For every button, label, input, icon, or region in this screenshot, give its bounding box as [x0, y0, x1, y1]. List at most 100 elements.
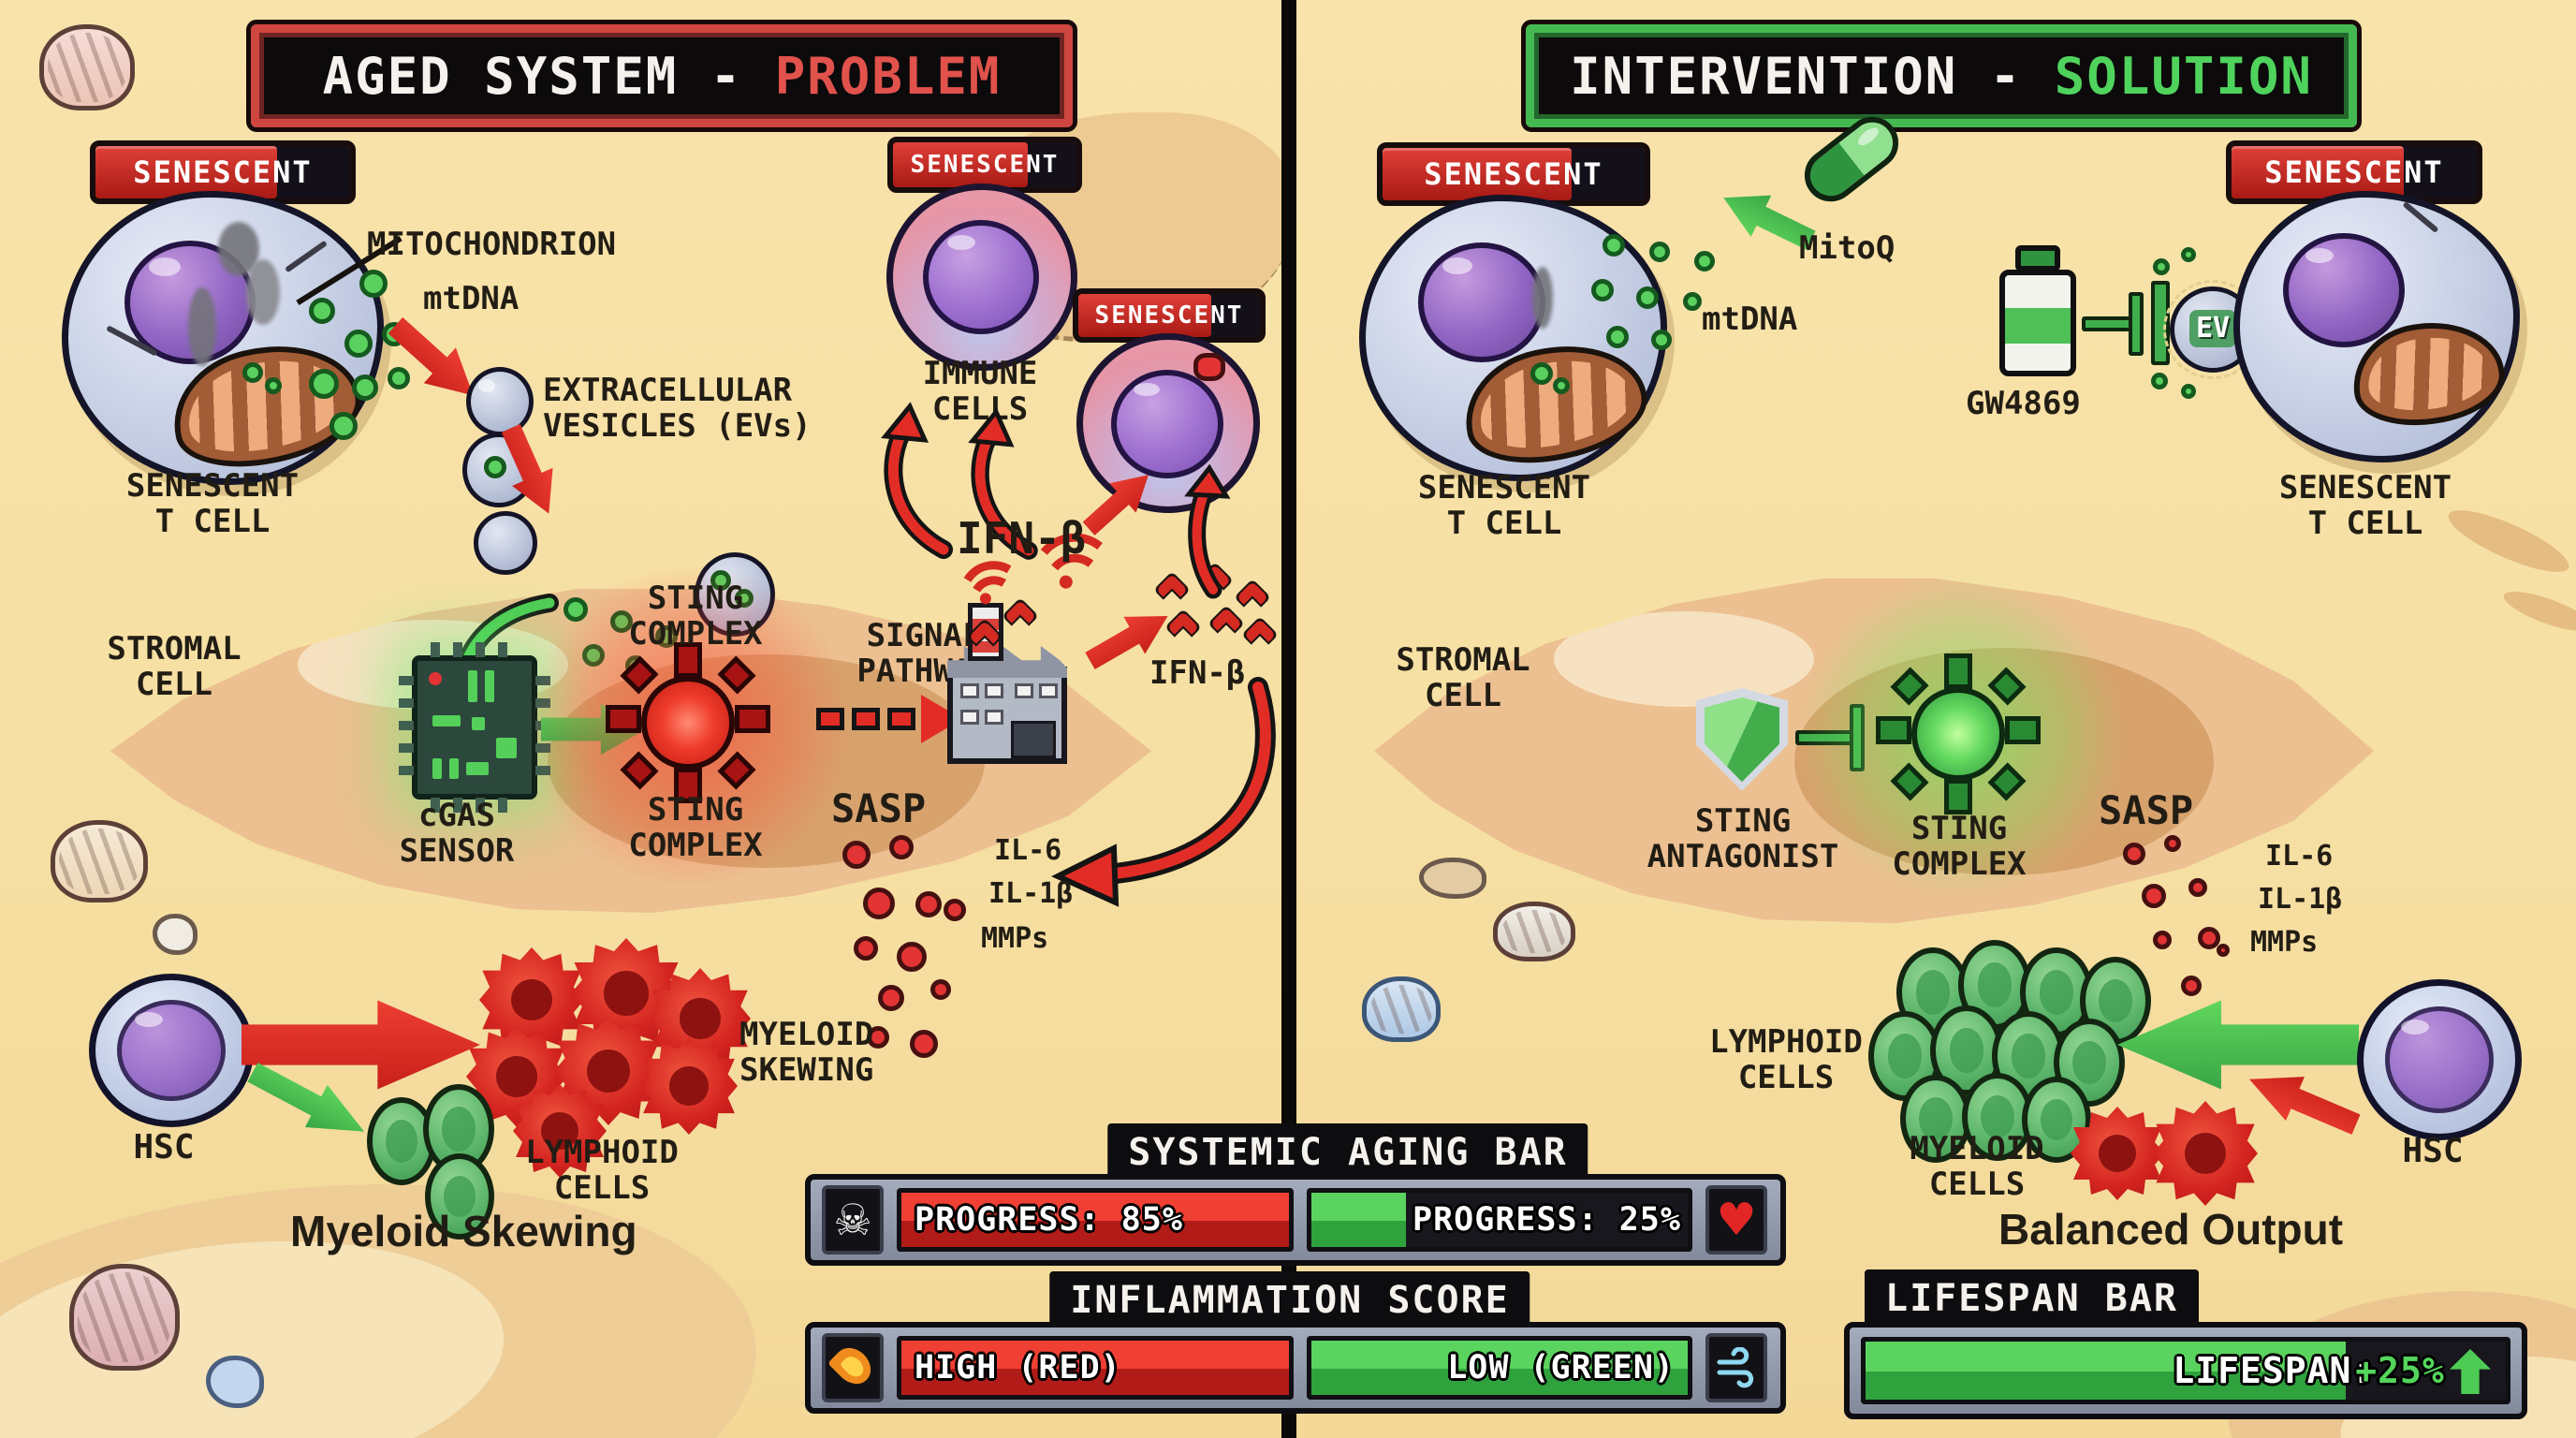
red-curved-arrow	[1184, 463, 1231, 599]
lifespan-bar-title: LIFESPAN BAR	[1865, 1269, 2199, 1328]
title-right: INTERVENTION - SOLUTION	[1521, 20, 2362, 132]
hsc-core	[2384, 1006, 2495, 1113]
shell-icon	[69, 1264, 180, 1371]
chip-bar	[466, 762, 489, 775]
gw4869-label: GW4869	[1966, 385, 2081, 422]
gear-knob	[1890, 667, 1929, 706]
hsc-shine	[2401, 1020, 2429, 1034]
cristae	[1471, 346, 1639, 461]
inflammation-score-bar: HIGH (RED) LOW (GREEN)	[805, 1322, 1786, 1414]
lifespan-track: LIFESPAN: +25%	[1861, 1337, 2510, 1404]
title-left-accent: PROBLEM	[774, 46, 1002, 106]
badge-label: SENESCENT	[1094, 301, 1244, 330]
shell-icon	[39, 24, 135, 110]
factory-window	[960, 683, 979, 698]
pebble-icon	[206, 1356, 264, 1408]
mtdna-dot	[484, 456, 506, 478]
gear-knob	[1890, 762, 1929, 801]
mitoq-label: MitoQ	[1799, 229, 1895, 267]
ifn-beta-side-label: IFN-β	[1149, 654, 1246, 692]
hsc-cell	[89, 974, 254, 1127]
myeloid-skewing-label: MYELOID SKEWING	[739, 1016, 874, 1090]
factory-door	[1011, 721, 1056, 758]
sasp-dot	[944, 899, 966, 921]
heart-icon: ♥	[1705, 1185, 1767, 1255]
chip-bar	[485, 670, 494, 702]
inflammation-high-value: HIGH (RED)	[915, 1349, 1121, 1387]
gear-knob	[1987, 762, 2027, 801]
ifn-particle	[1237, 581, 1268, 613]
shell-icon	[1493, 902, 1575, 961]
balanced-output-caption: Balanced Output	[1998, 1205, 2344, 1254]
factory-window	[985, 710, 1003, 725]
title-left-main: AGED SYSTEM -	[322, 46, 775, 106]
inflammation-low: LOW (GREEN)	[1307, 1336, 1692, 1400]
mtdna-dot	[1649, 242, 1670, 262]
sting-antagonist-label: STING ANTAGONIST	[1647, 802, 1839, 876]
damage-spot	[1193, 353, 1225, 381]
il1b-label: IL-1β	[2258, 883, 2343, 916]
ev-vesicle	[466, 367, 534, 436]
sasp-dot	[867, 1026, 889, 1049]
sasp-dot	[854, 936, 878, 961]
inhibitor-icon	[2129, 292, 2144, 356]
gear-knob	[1876, 716, 1911, 744]
mtdna-dot	[1606, 326, 1629, 348]
gw4869-bottle-icon	[1999, 245, 2076, 376]
chip-bar	[432, 758, 442, 779]
sasp-dot	[878, 985, 904, 1011]
mtdna-dot	[309, 369, 339, 399]
factory-window	[1015, 683, 1033, 698]
aging-progress-red: PROGRESS: 85%	[897, 1188, 1294, 1252]
wind-glyph	[1717, 1347, 1754, 1388]
cristae	[2363, 330, 2494, 418]
gear-knob	[735, 705, 770, 733]
smoke-icon	[188, 287, 216, 366]
systemic-aging-bar: ☠ PROGRESS: 85% PROGRESS: 25% ♥	[805, 1174, 1786, 1266]
chip-bar	[496, 738, 517, 758]
hsc-core	[116, 1000, 227, 1101]
hsc-cell	[2357, 979, 2522, 1140]
smoke-icon	[246, 259, 280, 325]
aging-progress-green: PROGRESS: 25%	[1307, 1188, 1692, 1252]
mtdna-dot	[242, 362, 263, 383]
capsule-shine	[1854, 125, 1881, 149]
cgas-chip-icon	[399, 642, 550, 813]
dashed-arrow-segment	[852, 708, 880, 730]
crack	[284, 240, 329, 273]
chip-pins	[399, 676, 414, 779]
inhibitor-icon	[2082, 316, 2134, 331]
mtdna-dot	[1651, 330, 1672, 350]
gear-core	[1911, 687, 2005, 781]
aging-red-value: PROGRESS: 85%	[915, 1201, 1183, 1239]
lifespan-bar: LIFESPAN: +25%	[1844, 1322, 2527, 1419]
immune-nucleus	[1111, 370, 1223, 478]
stromal-cell-label: STROMAL CELL	[1396, 641, 1530, 715]
panel-divider	[1281, 0, 1296, 1438]
sas p-dot	[2142, 884, 2166, 908]
ev-label: EXTRACELLULAR VESICLES (EVs)	[543, 372, 812, 446]
chip-bar	[432, 715, 461, 726]
immune-shine	[947, 235, 975, 250]
mtdna-label: mtDNA	[423, 280, 520, 317]
factory-chimney	[968, 603, 1003, 661]
lifespan-value: +25%	[2355, 1350, 2445, 1391]
mtdna-dot	[1591, 279, 1614, 301]
sasp-dot	[2188, 878, 2207, 897]
mtdna-dot	[1603, 234, 1625, 257]
shell-icon	[1362, 976, 1441, 1042]
badge-label: SENESCENT	[2264, 154, 2444, 190]
gear-knob	[1944, 779, 1972, 814]
sasp-dot	[2198, 927, 2220, 949]
dashed-arrow-segment	[816, 708, 844, 730]
ev-dot	[2181, 247, 2196, 262]
badge-label: SENESCENT	[1424, 156, 1603, 192]
stromal-cell-label: STROMAL CELL	[107, 630, 242, 704]
smoke-icon	[1532, 267, 1553, 329]
nucleus-shine	[1442, 257, 1472, 274]
sasp-dot	[2123, 843, 2145, 865]
sting-complex-label: STING COMPLEX	[628, 580, 763, 653]
sting-complex-label: STING COMPLEX	[1892, 810, 2027, 884]
sasp-dot	[915, 891, 942, 917]
myeloid-cells-label: MYELOID CELLS	[1910, 1130, 2044, 1204]
